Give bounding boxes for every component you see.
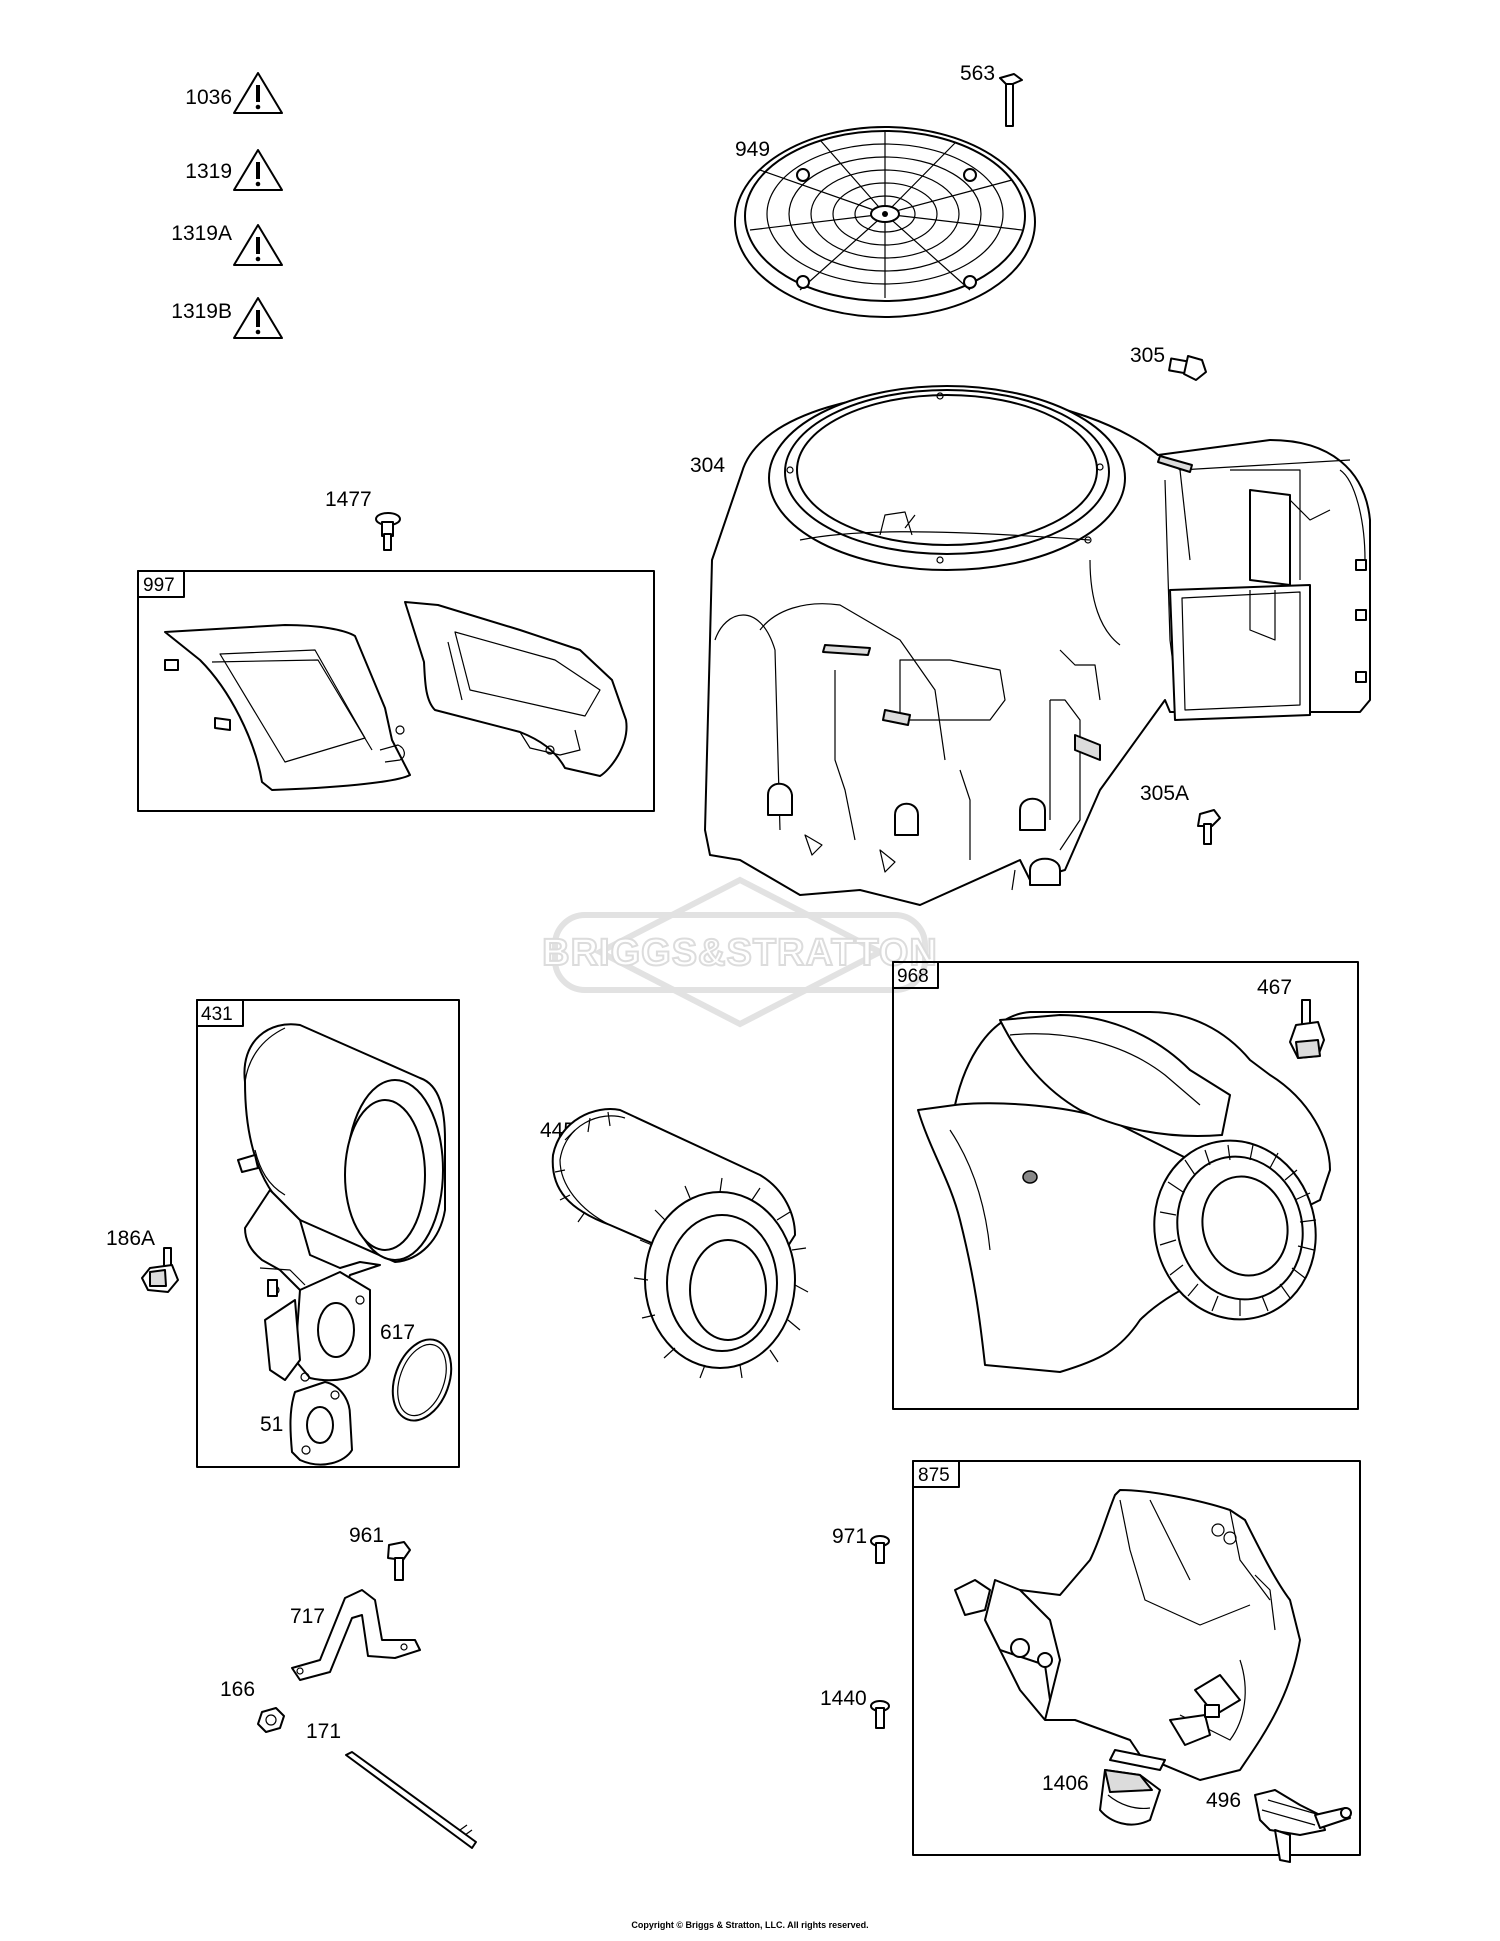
bracket-875 <box>954 1489 1301 1781</box>
box-label-875: 875 <box>918 1465 950 1486</box>
warning-triangle-icon <box>233 224 283 266</box>
callout-1406: 1406 <box>1042 1772 1089 1795</box>
callout-617: 617 <box>380 1321 415 1344</box>
rotating-screen-949 <box>734 126 1036 318</box>
callout-186a: 186A <box>106 1227 155 1250</box>
callout-949: 949 <box>735 138 770 161</box>
bolt-305 <box>1168 355 1207 381</box>
warning-label-1319: 1319 <box>185 160 232 183</box>
watermark-text: BRIGGS&STRATTON <box>542 932 938 974</box>
warning-list: 1036 1319 1319A 1319B <box>171 72 283 339</box>
baffle-right <box>395 601 628 777</box>
callout-305a: 305A <box>1140 782 1189 805</box>
callout-305: 305 <box>1130 344 1165 367</box>
bolt-305a <box>1197 809 1221 845</box>
assembly-box-875: 875 1406 496 <box>912 1460 1361 1863</box>
air-cleaner-cover-968 <box>917 1011 1331 1373</box>
air-filter-445 <box>551 1108 809 1379</box>
warning-label-1036: 1036 <box>185 86 232 109</box>
screw-1477 <box>375 512 401 551</box>
warning-label-1319b: 1319B <box>171 300 232 323</box>
callout-971: 971 <box>832 1525 867 1548</box>
copyright-notice: Copyright © Briggs & Stratton, LLC. All … <box>631 1920 869 1930</box>
screw-971 <box>870 1535 890 1564</box>
warning-triangle-icon <box>233 72 283 114</box>
box-label-968: 968 <box>897 966 929 987</box>
box-label-431: 431 <box>201 1004 233 1025</box>
callout-166: 166 <box>220 1678 255 1701</box>
gasket-51 <box>289 1381 353 1466</box>
warning-triangle-icon <box>233 149 283 191</box>
seal-1406 <box>1099 1769 1161 1826</box>
assembly-box-431: 431 617 51 <box>196 999 460 1468</box>
bolt-961 <box>387 1541 411 1581</box>
bolt-563 <box>999 73 1023 127</box>
callout-496: 496 <box>1206 1789 1241 1812</box>
blower-housing-304 <box>704 385 1371 906</box>
callout-563: 563 <box>960 62 995 85</box>
knob-467 <box>1289 999 1325 1059</box>
callout-1440: 1440 <box>820 1687 867 1710</box>
callout-171: 171 <box>306 1720 341 1743</box>
assembly-box-997: 997 <box>137 570 655 812</box>
callout-717: 717 <box>290 1605 325 1628</box>
warning-label-1319a: 1319A <box>171 222 232 245</box>
o-ring-617 <box>391 1338 453 1422</box>
callout-51: 51 <box>260 1413 283 1436</box>
screw-1440 <box>870 1700 890 1729</box>
baffle-left <box>164 624 411 791</box>
air-cleaner-base-431 <box>237 1023 446 1382</box>
fitting-186a <box>141 1247 179 1293</box>
callout-1477: 1477 <box>325 488 372 511</box>
warning-triangle-icon <box>233 297 283 339</box>
assembly-box-968: 968 467 <box>892 961 1359 1410</box>
box-label-997: 997 <box>143 575 175 596</box>
bracket-717 <box>291 1589 421 1681</box>
callout-467: 467 <box>1257 976 1292 999</box>
nut-166 <box>257 1707 285 1733</box>
fitting-496 <box>1254 1789 1352 1863</box>
callout-304: 304 <box>690 454 725 477</box>
briggs-stratton-watermark-logo: BRIGGS&STRATTON <box>541 876 938 1028</box>
callout-961: 961 <box>349 1524 384 1547</box>
rod-171 <box>345 1751 477 1849</box>
